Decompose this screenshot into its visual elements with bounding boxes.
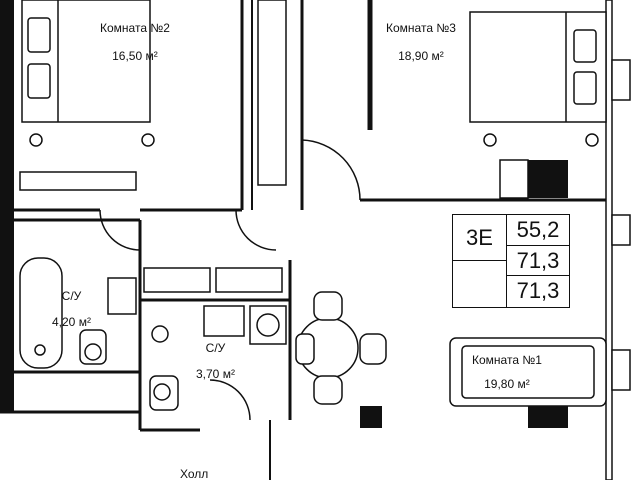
room2-name: Комната №2 bbox=[100, 21, 170, 35]
area-living: 55,2 bbox=[507, 215, 569, 246]
room2-area: 16,50 м² bbox=[112, 49, 158, 63]
sink-bath1 bbox=[107, 277, 137, 315]
sink-bath2 bbox=[203, 305, 245, 337]
room1-area: 19,80 м² bbox=[484, 377, 530, 391]
bed-room3 bbox=[469, 11, 607, 123]
info-empty-cell bbox=[453, 261, 507, 307]
bath2-area: 3,70 м² bbox=[196, 367, 235, 381]
bath1-label: С/У 4,20 м² bbox=[52, 288, 91, 330]
room3-area: 18,90 м² bbox=[398, 49, 444, 63]
radiator-room2 bbox=[19, 171, 137, 191]
bathtub bbox=[19, 257, 63, 369]
door-room2 bbox=[99, 209, 141, 251]
toilet-bath1 bbox=[79, 329, 107, 365]
bath2-label: С/У 3,70 м² bbox=[196, 340, 235, 382]
door-bath2-lower bbox=[209, 379, 251, 421]
window-2 bbox=[611, 214, 631, 246]
column-3 bbox=[528, 406, 568, 428]
area-total: 71,3 bbox=[507, 246, 569, 277]
column-1 bbox=[528, 160, 568, 198]
radiator-bath2 bbox=[143, 267, 211, 293]
window-1 bbox=[611, 59, 631, 101]
door-bath2 bbox=[235, 209, 277, 251]
hall-name: Холл bbox=[180, 467, 209, 481]
apartment-type: 3Е bbox=[453, 215, 507, 261]
hall-label: Холл bbox=[180, 466, 208, 482]
room2-label: Комната №2 16,50 м² bbox=[100, 20, 170, 64]
bath2-name: С/У bbox=[205, 341, 226, 355]
outer-wall-bottom-left bbox=[0, 370, 142, 414]
area-total-2: 71,3 bbox=[516, 278, 560, 304]
radiator-closet bbox=[257, 0, 287, 186]
bed-room2 bbox=[21, 0, 151, 123]
washer bbox=[249, 305, 287, 345]
room3-name: Комната №3 bbox=[386, 21, 456, 35]
wall-corner-black bbox=[0, 372, 14, 412]
outer-wall-right bbox=[605, 0, 613, 480]
column-2 bbox=[360, 406, 382, 428]
apartment-info-table: 3Е 55,2 71,3 71,3 bbox=[452, 214, 570, 308]
outer-wall-left bbox=[0, 0, 14, 372]
door-room3 bbox=[301, 139, 361, 201]
room1-label: Комната №1 19,80 м² bbox=[472, 352, 542, 392]
window-3 bbox=[611, 349, 631, 391]
toilet-bath2 bbox=[149, 375, 179, 411]
bath1-name: С/У bbox=[61, 289, 82, 303]
room1-name: Комната №1 bbox=[472, 353, 542, 367]
bath1-area: 4,20 м² bbox=[52, 315, 91, 329]
room3-label: Комната №3 18,90 м² bbox=[386, 20, 456, 64]
